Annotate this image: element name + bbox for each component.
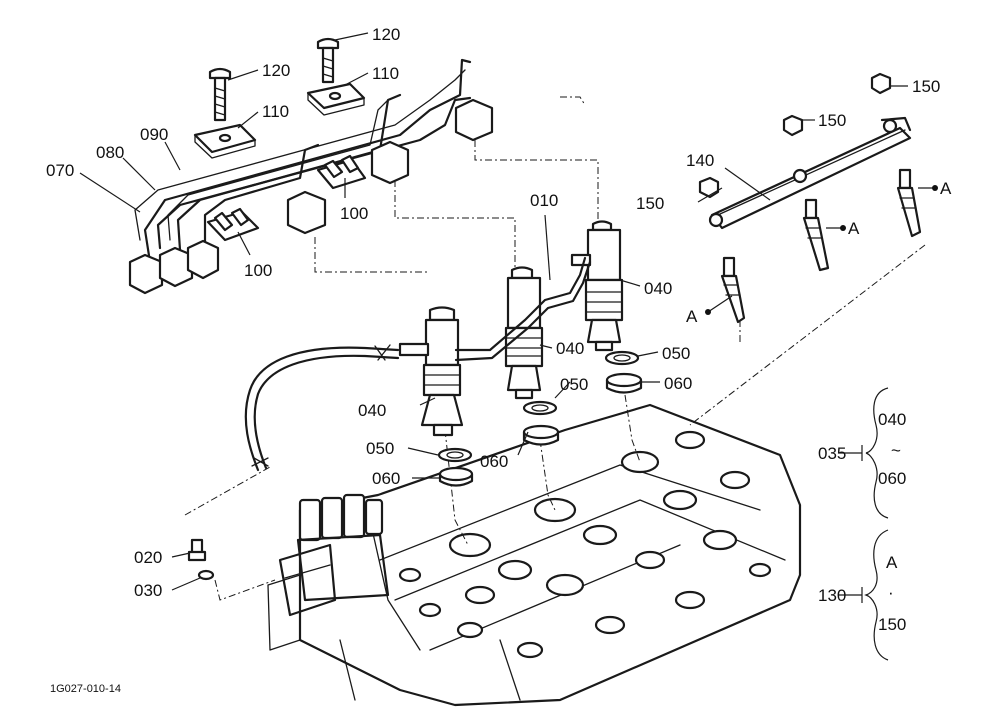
callout-100: 100 (340, 204, 368, 223)
callout-050: 050 (366, 439, 394, 458)
callout-030: 030 (134, 581, 162, 600)
bracket-130 (864, 529, 889, 661)
callout-110: 110 (262, 102, 289, 121)
callout-120: 120 (372, 25, 400, 44)
clamp-bolts-120 (208, 37, 340, 122)
group-130-from: A (886, 553, 898, 572)
leak-off-hose (244, 344, 400, 472)
callout-050: 050 (560, 375, 588, 394)
figure-code: 1G027-010-14 (50, 683, 121, 695)
group-035-label: 035 (818, 444, 846, 463)
callout-040: 040 (644, 279, 672, 298)
group-130-to: 150 (878, 615, 906, 634)
callout-A: A (848, 219, 860, 238)
leader-lines (79, 32, 935, 603)
reference-dots (705, 185, 938, 315)
callout-060: 060 (372, 469, 400, 488)
injectors-040 (398, 220, 624, 437)
assembly-lines (184, 96, 926, 601)
injection-pipes (134, 58, 472, 264)
group-130-label: 130 (818, 586, 846, 605)
washer-030 (197, 569, 215, 581)
cylinder-head (267, 403, 802, 707)
callout-050: 050 (662, 344, 690, 363)
callout-A: A (940, 179, 952, 198)
group-035-range: ~ (891, 441, 901, 460)
group-035-to: 060 (878, 469, 906, 488)
callout-150: 150 (818, 111, 846, 130)
fitting-020 (187, 538, 207, 562)
callout-090: 090 (140, 125, 168, 144)
clamp-plates-110 (193, 82, 366, 159)
glow-plugs (720, 168, 922, 324)
group-130-range: · (888, 583, 894, 602)
terminal-nuts-150 (698, 72, 892, 199)
callout-100: 100 (244, 261, 272, 280)
callout-060: 060 (664, 374, 692, 393)
pipe-nuts (128, 98, 494, 295)
callout-040: 040 (358, 401, 386, 420)
callout-040: 040 (556, 339, 584, 358)
callout-110: 110 (372, 64, 399, 83)
callout-060: 060 (480, 452, 508, 471)
callout-020: 020 (134, 548, 162, 567)
washers-050 (437, 350, 640, 463)
callout-080: 080 (96, 143, 124, 162)
overflow-pipe-010 (454, 256, 592, 362)
callout-010: 010 (530, 191, 558, 210)
callout-150: 150 (912, 77, 940, 96)
callout-150: 150 (636, 194, 664, 213)
bracket-035 (865, 387, 889, 519)
group-035-from: 040 (878, 410, 906, 429)
callout-labels: 120 120 110 110 090 080 070 100 100 010 … (46, 25, 952, 695)
callout-070: 070 (46, 161, 74, 180)
callout-140: 140 (686, 151, 714, 170)
callout-120: 120 (262, 61, 290, 80)
callout-A: A (686, 307, 698, 326)
pipe-clamps-100 (206, 154, 367, 242)
glow-plug-lead-140 (708, 116, 912, 230)
